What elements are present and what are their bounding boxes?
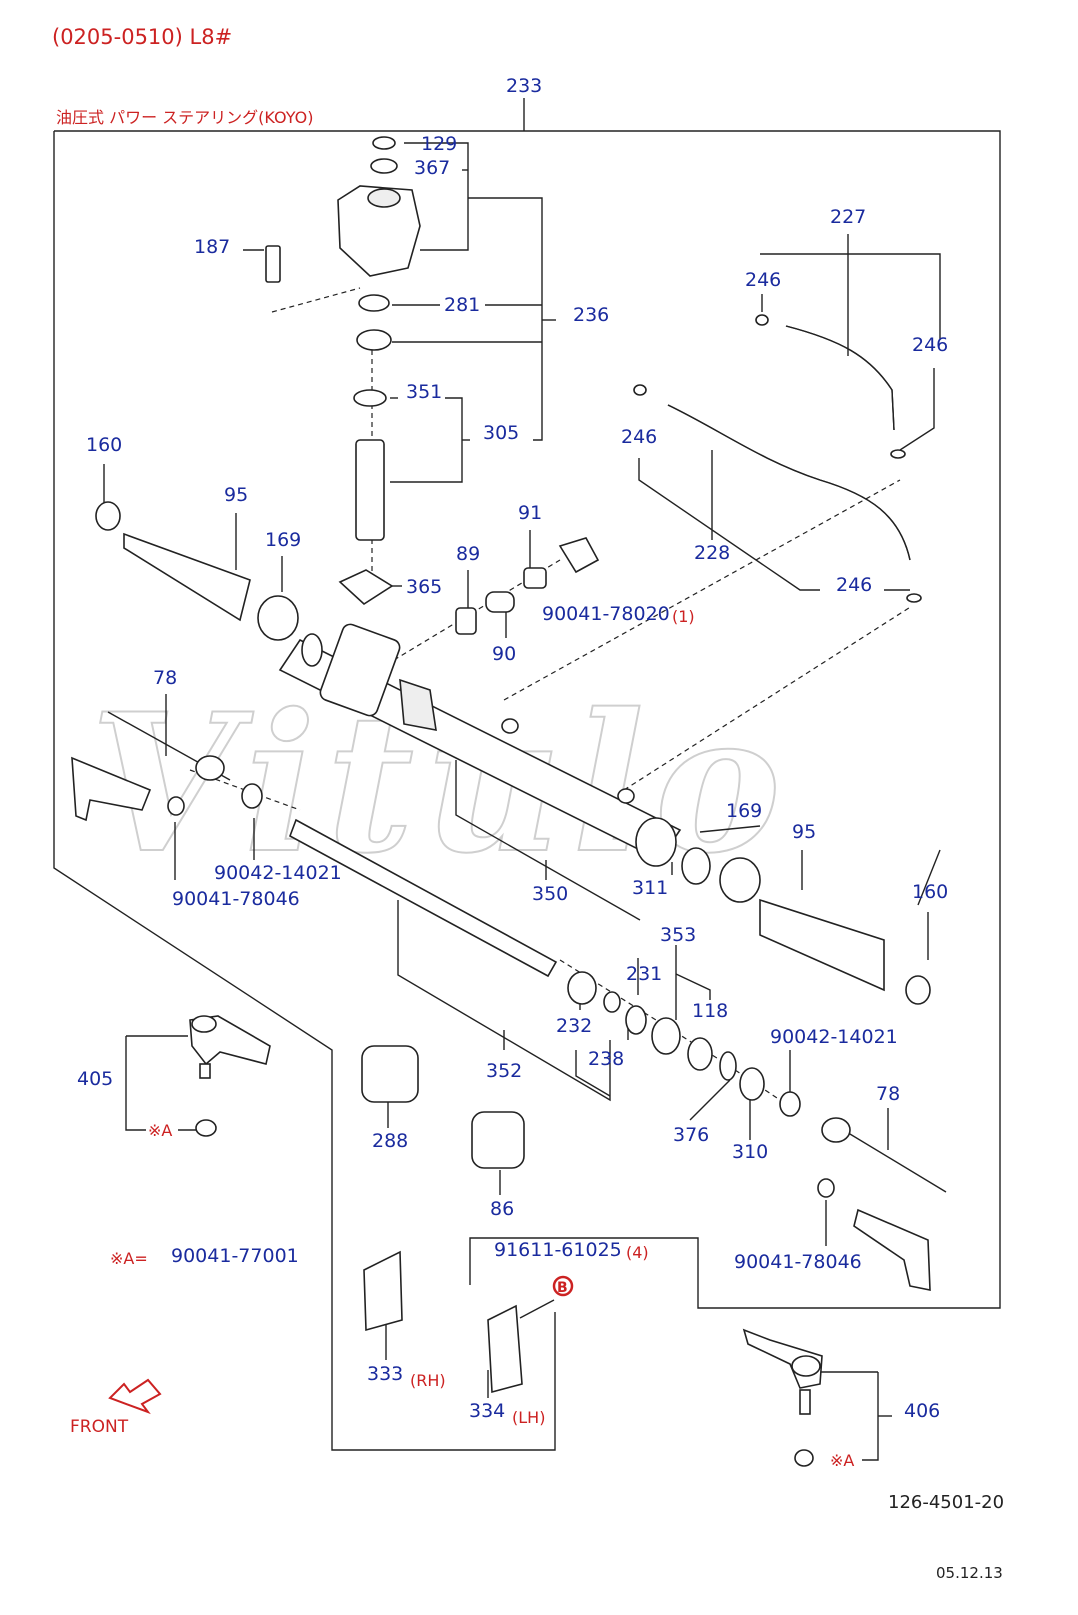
front-label: FRONT <box>70 1417 129 1437</box>
pressure-tubes <box>633 314 922 603</box>
callout-246-b: 246 <box>912 334 948 356</box>
rack-housing <box>278 623 682 867</box>
callout-352: 352 <box>486 1060 522 1082</box>
callout-160-left: 160 <box>86 434 122 456</box>
diagram-date: 05.12.13 <box>936 1564 1003 1582</box>
callout-233: 233 <box>506 75 542 97</box>
callout-246-d: 246 <box>836 574 872 596</box>
callout-231: 231 <box>626 963 662 985</box>
circle-ref-label: B <box>557 1280 568 1296</box>
callout-405: 405 <box>77 1068 113 1090</box>
callout-160-right: 160 <box>912 881 948 903</box>
valve-small-parts <box>455 537 600 635</box>
callout-95-right: 95 <box>792 821 816 843</box>
callout-334: 334 <box>469 1400 505 1422</box>
callout-78-right: 78 <box>876 1083 900 1105</box>
valve-housing-and-pinion <box>265 136 421 606</box>
callout-91: 91 <box>518 502 542 524</box>
callout-labels: 233 129 367 187 281 236 351 305 160 95 1… <box>77 75 948 1427</box>
callout-91611-61025: 91611-61025 <box>494 1239 622 1261</box>
callout-288: 288 <box>372 1130 408 1152</box>
callout-353: 353 <box>660 924 696 946</box>
callout-118: 118 <box>692 1000 728 1022</box>
callout-90041-78046-left: 90041-78046 <box>172 888 300 910</box>
callout-232: 232 <box>556 1015 592 1037</box>
assembly-frame <box>53 98 1001 1451</box>
callout-311: 311 <box>632 877 668 899</box>
diagram-subtitle: 油圧式 パワー ステアリング(KOYO) <box>56 108 314 127</box>
callout-281: 281 <box>444 294 480 316</box>
qty-note-1: (1) <box>672 607 695 626</box>
mount-bushings <box>361 1045 525 1169</box>
callout-187: 187 <box>194 236 230 258</box>
note-part-number: 90041-77001 <box>171 1245 299 1267</box>
callout-238: 238 <box>588 1048 624 1070</box>
callout-365: 365 <box>406 576 442 598</box>
callout-246-c: 246 <box>621 426 657 448</box>
tie-rod-end-assemblies <box>189 1015 823 1467</box>
rack-and-tie-rods <box>71 711 947 1291</box>
callout-246-a: 246 <box>745 269 781 291</box>
callout-236: 236 <box>573 304 609 326</box>
front-arrow: FRONT <box>70 1378 162 1437</box>
callout-333: 333 <box>367 1363 403 1385</box>
callout-169-right: 169 <box>726 800 762 822</box>
note-marker-405: ※A <box>148 1121 172 1140</box>
callout-406: 406 <box>904 1400 940 1422</box>
callout-376: 376 <box>673 1124 709 1146</box>
bellows-boots <box>95 501 931 1005</box>
callout-227: 227 <box>830 206 866 228</box>
callout-90042-14021-right: 90042-14021 <box>770 1026 898 1048</box>
callout-351: 351 <box>406 381 442 403</box>
callout-95-left: 95 <box>224 484 248 506</box>
leader-lines <box>103 142 941 1461</box>
callout-228: 228 <box>694 542 730 564</box>
callout-90041-78020: 90041-78020 <box>542 603 670 625</box>
note-prefix: ※A= <box>110 1249 148 1268</box>
callout-305: 305 <box>483 422 519 444</box>
callout-90041-78046-right: 90041-78046 <box>734 1251 862 1273</box>
callout-350: 350 <box>532 883 568 905</box>
callout-129: 129 <box>421 133 457 155</box>
note-markers: ※A ※A ※A= 90041-77001 <box>110 1121 854 1470</box>
callout-89: 89 <box>456 543 480 565</box>
callout-169-left: 169 <box>265 529 301 551</box>
mount-brackets <box>363 1250 574 1394</box>
qty-note-lh: (LH) <box>512 1408 545 1427</box>
callout-90042-14021-left: 90042-14021 <box>214 862 342 884</box>
callout-86: 86 <box>490 1198 514 1220</box>
qty-note-rh: (RH) <box>410 1371 446 1390</box>
front-arrow-icon <box>108 1378 162 1415</box>
callout-78-left: 78 <box>153 667 177 689</box>
qty-note-4: (4) <box>626 1243 649 1262</box>
callout-90: 90 <box>492 643 516 665</box>
circle-ref-marker <box>552 1275 574 1297</box>
callout-367: 367 <box>414 157 450 179</box>
callout-310: 310 <box>732 1141 768 1163</box>
seals-and-rings <box>567 971 765 1101</box>
note-marker-406: ※A <box>830 1451 854 1470</box>
diagram-code: 126-4501-20 <box>888 1492 1004 1513</box>
diagram-title: (0205-0510) L8# <box>52 25 232 49</box>
